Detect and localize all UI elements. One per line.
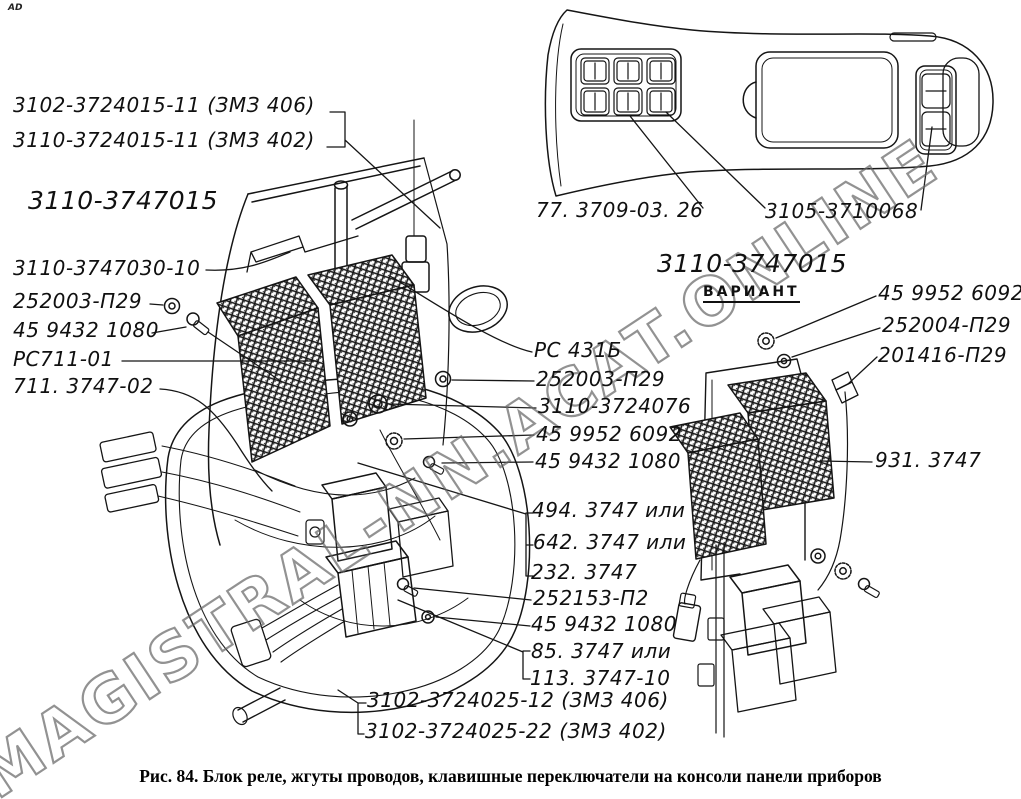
corner-mark: AD xyxy=(8,3,23,13)
callout-harness-711: 711. 3747-02 xyxy=(13,374,154,398)
callout-relay-rc431: РС 431Б xyxy=(534,338,622,362)
callout-nut-252004: 252004-П29 xyxy=(882,313,1012,337)
callout-switch-3105: 3105-3710068 xyxy=(765,199,919,223)
console-drawing xyxy=(544,9,994,197)
callout-connector-3724076: 3110-3724076 xyxy=(538,394,692,418)
callout-screw-201416: 201416-П29 xyxy=(878,343,1008,367)
main-assembly-drawing xyxy=(99,119,531,726)
rocker-switch-grid xyxy=(580,57,676,116)
callout-variant-note: ВАРИАНТ xyxy=(703,285,800,303)
figure-caption: Рис. 84. Блок реле, жгуты проводов, клав… xyxy=(139,766,882,786)
callout-screw-459432-b: 45 9432 1080 xyxy=(535,449,681,473)
callout-washer-252003-a: 252003-П29 xyxy=(13,289,143,313)
callout-relay-113: 113. 3747-10 xyxy=(530,666,671,690)
callout-relay-rc711: РС711-01 xyxy=(13,347,114,371)
callout-screw-459432-c: 45 9432 1080 xyxy=(531,612,677,636)
callout-lower-harness-406: 3102-3724025-12 (ЗМЗ 406) xyxy=(367,688,669,712)
callout-relay-232: 232. 3747 xyxy=(531,560,638,584)
callout-washer-252003-b: 252003-П29 xyxy=(536,367,666,391)
callout-upper-harness-402: 3110-3724015-11 (ЗМЗ 402) xyxy=(13,128,315,152)
callout-upper-harness-406: 3102-3724015-11 (ЗМЗ 406) xyxy=(13,93,315,117)
callout-relay-642: 642. 3747 или xyxy=(533,530,687,554)
callout-bracket: 3110-3747030-10 xyxy=(13,256,201,280)
callout-washer-459952-a: 45 9952 6092 xyxy=(878,281,1021,305)
leader-lines xyxy=(121,111,933,735)
callout-relay-931: 931. 3747 xyxy=(875,448,982,472)
callout-screw-252153: 252153-П2 xyxy=(533,586,649,610)
callout-switch-77: 77. 3709-03. 26 xyxy=(536,198,704,222)
variant-assembly-drawing xyxy=(669,332,880,738)
callout-washer-459952-b: 45 9952 6092 xyxy=(536,422,682,446)
callout-relay-85: 85. 3747 или xyxy=(531,639,672,663)
callout-relay-494: 494. 3747 или xyxy=(532,498,686,522)
callout-lower-harness-402: 3102-3724025-22 (ЗМЗ 402) xyxy=(365,719,667,743)
callout-variant-title: 3110-3747015 xyxy=(657,249,847,278)
callout-screw-459432-a: 45 9432 1080 xyxy=(13,318,159,342)
callout-assembly-title: 3110-3747015 xyxy=(28,186,218,215)
side-rocker-switches xyxy=(921,73,951,147)
